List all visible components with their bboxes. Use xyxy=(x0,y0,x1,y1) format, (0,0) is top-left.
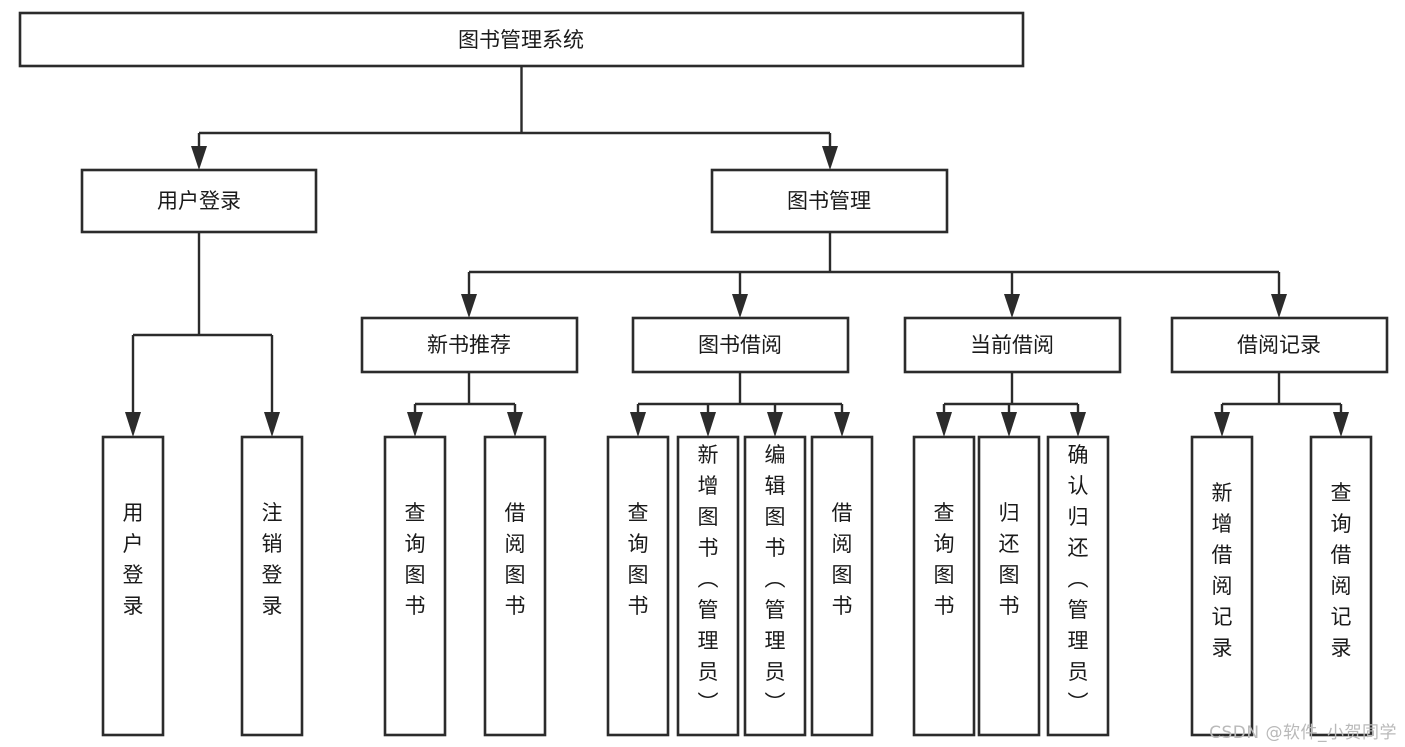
node-leaf-confirm-return[interactable]: 确认归还︵管理员︶ xyxy=(1046,435,1110,737)
node-book-manage-box[interactable] xyxy=(710,168,949,234)
node-leaf-edit-book-label: 编辑图书︵管理员︶ xyxy=(765,443,786,715)
node-leaf-query-record-label: 查询借阅记录 xyxy=(1331,481,1352,660)
node-leaf-add-record-label: 新增借阅记录 xyxy=(1212,481,1233,660)
node-current-borrow-box[interactable] xyxy=(903,316,1122,374)
arrow-to-leaf-query-record xyxy=(1333,412,1349,437)
arrow-to-leaf-confirm-return xyxy=(1070,412,1086,437)
arrow-to-leaf-borrow-book-2 xyxy=(834,412,850,437)
arrow-to-book-manage xyxy=(822,146,838,170)
node-leaf-borrow-book-1-box[interactable] xyxy=(483,435,547,737)
node-leaf-confirm-return-label: 确认归还︵管理员︶ xyxy=(1068,443,1089,715)
connector-group-book-manage xyxy=(461,232,1287,318)
node-current-borrow[interactable]: 当前借阅 xyxy=(903,316,1122,374)
arrow-to-leaf-user-login xyxy=(125,412,141,437)
node-leaf-query-book-1-box[interactable] xyxy=(383,435,447,737)
arrow-to-leaf-query-book-3 xyxy=(936,412,952,437)
node-leaf-add-book-label: 新增图书︵管理员︶ xyxy=(698,443,719,715)
arrow-to-user-login xyxy=(191,146,207,170)
node-book-borrow-label: 图书借阅 xyxy=(698,333,782,357)
arrow-to-leaf-return-book xyxy=(1001,412,1017,437)
node-borrow-record-box[interactable] xyxy=(1170,316,1389,374)
arrow-to-leaf-borrow-book-1 xyxy=(507,412,523,437)
node-new-book-recommend-label: 新书推荐 xyxy=(427,333,511,357)
node-leaf-confirm-return-box[interactable] xyxy=(1046,435,1110,737)
node-leaf-query-book-3[interactable]: 查询图书 xyxy=(912,435,976,737)
node-new-book-recommend-box[interactable] xyxy=(360,316,579,374)
node-leaf-edit-book-box[interactable] xyxy=(743,435,807,737)
node-book-manage-label: 图书管理 xyxy=(787,189,871,213)
node-leaf-user-logout-label: 注销登录 xyxy=(262,501,283,618)
node-leaf-query-book-2[interactable]: 查询图书 xyxy=(606,435,670,737)
node-leaf-query-book-3-label: 查询图书 xyxy=(934,501,955,618)
arrow-to-leaf-add-book xyxy=(700,412,716,437)
node-root-box[interactable] xyxy=(18,11,1025,68)
node-leaf-user-login-label: 用户登录 xyxy=(123,501,144,618)
connector-group-current-borrow xyxy=(936,372,1086,437)
node-book-borrow-box[interactable] xyxy=(631,316,850,374)
node-user-login-box[interactable] xyxy=(80,168,318,234)
arrow-to-leaf-query-book-2 xyxy=(630,412,646,437)
node-borrow-record[interactable]: 借阅记录 xyxy=(1170,316,1389,374)
node-leaf-edit-book[interactable]: 编辑图书︵管理员︶ xyxy=(743,435,807,737)
arrow-to-leaf-edit-book xyxy=(767,412,783,437)
node-borrow-record-label: 借阅记录 xyxy=(1237,333,1321,357)
csdn-watermark: CSDN @软件_小贺同学 xyxy=(1209,723,1397,743)
node-user-login-label: 用户登录 xyxy=(157,189,241,213)
arrow-to-book-borrow xyxy=(732,294,748,318)
node-leaf-return-book-box[interactable] xyxy=(977,435,1041,737)
node-book-manage[interactable]: 图书管理 xyxy=(710,168,949,234)
node-leaf-borrow-book-2-box[interactable] xyxy=(810,435,874,737)
arrow-to-leaf-add-record xyxy=(1214,412,1230,437)
node-book-borrow[interactable]: 图书借阅 xyxy=(631,316,850,374)
connector-group-borrow-record xyxy=(1214,372,1349,437)
node-root-label: 图书管理系统 xyxy=(458,28,584,52)
node-leaf-add-record-box[interactable] xyxy=(1190,435,1254,737)
arrow-to-leaf-user-logout xyxy=(264,412,280,437)
node-leaf-return-book-label: 归还图书 xyxy=(999,501,1020,618)
node-leaf-query-record-box[interactable] xyxy=(1309,435,1373,737)
node-leaf-borrow-book-1[interactable]: 借阅图书 xyxy=(483,435,547,737)
node-leaf-user-logout[interactable]: 注销登录 xyxy=(240,435,304,737)
node-leaf-query-book-1[interactable]: 查询图书 xyxy=(383,435,447,737)
connector-group-root xyxy=(191,66,838,170)
connector-group-user-login xyxy=(125,232,280,437)
arrow-to-new-book-recommend xyxy=(461,294,477,318)
node-current-borrow-label: 当前借阅 xyxy=(970,333,1054,357)
node-leaf-query-book-1-label: 查询图书 xyxy=(405,501,426,618)
node-leaf-add-book-box[interactable] xyxy=(676,435,740,737)
node-new-book-recommend[interactable]: 新书推荐 xyxy=(360,316,579,374)
connector-group-new-book-recommend xyxy=(407,372,523,437)
node-leaf-borrow-book-1-label: 借阅图书 xyxy=(505,501,526,618)
arrow-to-borrow-record xyxy=(1271,294,1287,318)
node-leaf-add-record[interactable]: 新增借阅记录 xyxy=(1190,435,1254,737)
arrow-to-leaf-query-book-1 xyxy=(407,412,423,437)
node-leaf-query-book-2-label: 查询图书 xyxy=(628,501,649,618)
node-root[interactable]: 图书管理系统 xyxy=(18,11,1025,68)
arrow-to-current-borrow xyxy=(1004,294,1020,318)
node-leaf-return-book[interactable]: 归还图书 xyxy=(977,435,1041,737)
node-user-login[interactable]: 用户登录 xyxy=(80,168,318,234)
node-leaf-query-book-3-box[interactable] xyxy=(912,435,976,737)
node-leaf-add-book[interactable]: 新增图书︵管理员︶ xyxy=(676,435,740,737)
node-leaf-user-logout-box[interactable] xyxy=(240,435,304,737)
node-leaf-user-login[interactable]: 用户登录 xyxy=(101,435,165,737)
node-leaf-query-record[interactable]: 查询借阅记录 xyxy=(1309,435,1373,737)
node-leaf-user-login-box[interactable] xyxy=(101,435,165,737)
connector-group-book-borrow xyxy=(630,372,850,437)
node-leaf-borrow-book-2[interactable]: 借阅图书 xyxy=(810,435,874,737)
node-leaf-query-book-2-box[interactable] xyxy=(606,435,670,737)
node-leaf-borrow-book-2-label: 借阅图书 xyxy=(832,501,853,618)
